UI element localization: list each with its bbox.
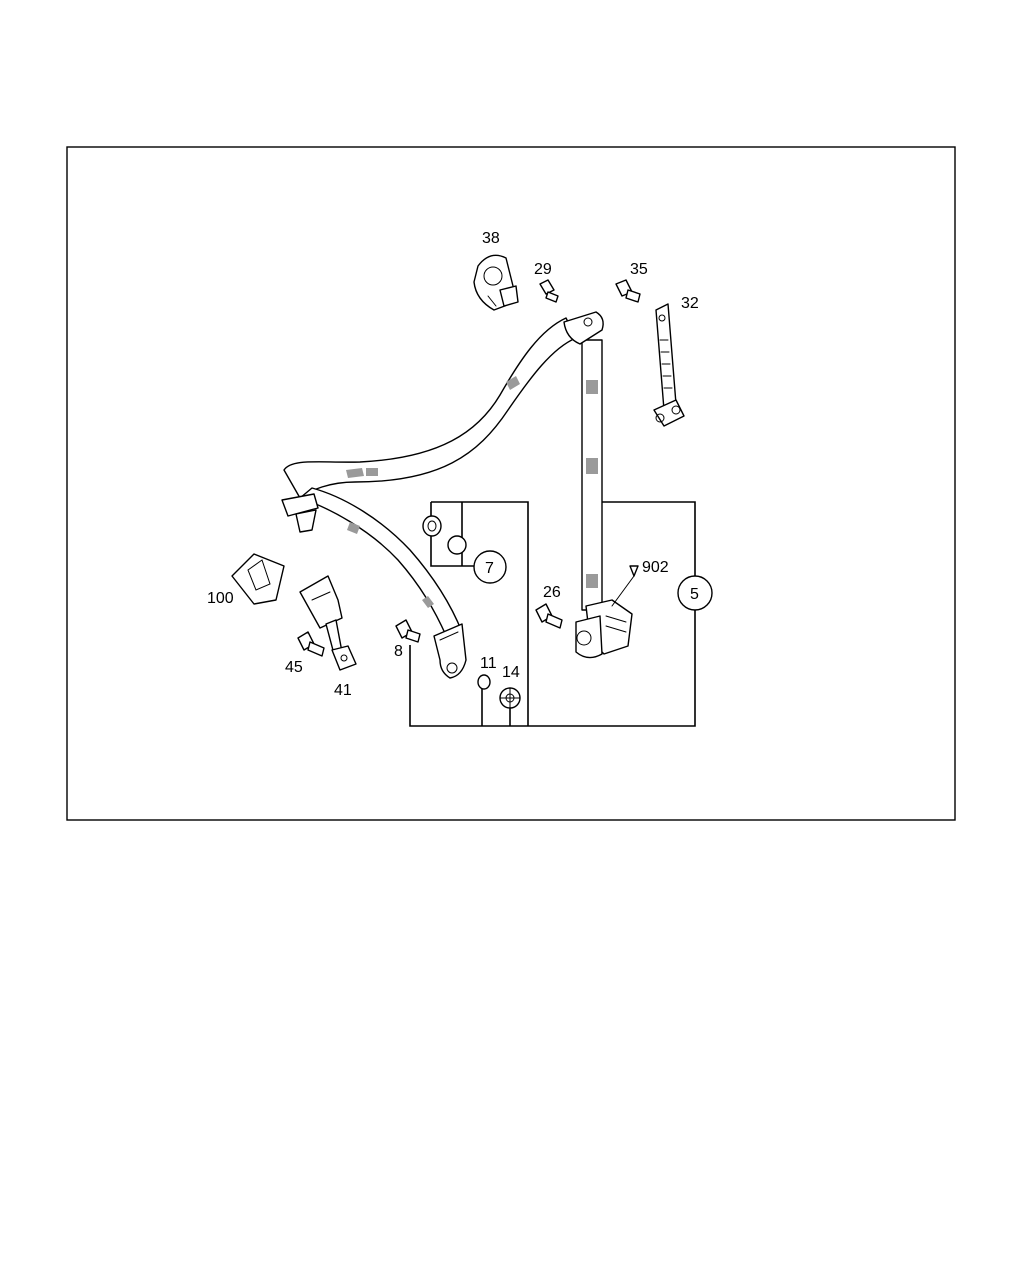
callout-32: 32 [681,295,699,312]
diagram-frame [66,146,956,821]
bolt-part-45 [297,631,325,657]
cover-part-100 [231,553,285,605]
deflector-bracket-part-38 [473,254,519,311]
bolt-part-8 [395,619,421,643]
belt-retractor [575,565,639,659]
callout-8: 8 [394,643,403,660]
bolt-part-35 [615,279,641,303]
bolt-part-29 [539,279,559,303]
spacer-part-11 [477,674,491,690]
callout-circle-7 [473,550,507,584]
height-adjuster-part-32 [653,303,685,427]
belt-end-anchor [433,623,467,679]
callout-35: 35 [630,261,648,278]
belt-slide-loop [281,493,319,533]
callout-14: 14 [502,664,520,681]
callout-26: 26 [543,584,561,601]
callout-100: 100 [207,590,234,607]
belt-upper-guide [563,311,604,345]
callout-29: 29 [534,261,552,278]
caps-part-7 [422,501,529,726]
callout-45: 45 [285,659,303,676]
bolt-part-26 [535,603,563,629]
callout-circle-5 [677,575,713,611]
callout-41: 41 [334,682,352,699]
callout-902: 902 [642,559,669,576]
callout-5: 5 [690,586,699,603]
retractor-group-part-5 [409,501,713,727]
buckle-part-41 [299,575,357,671]
washer-part-14 [499,687,521,709]
callout-11: 11 [480,655,497,672]
callout-7: 7 [485,560,494,577]
callout-38: 38 [482,230,500,247]
